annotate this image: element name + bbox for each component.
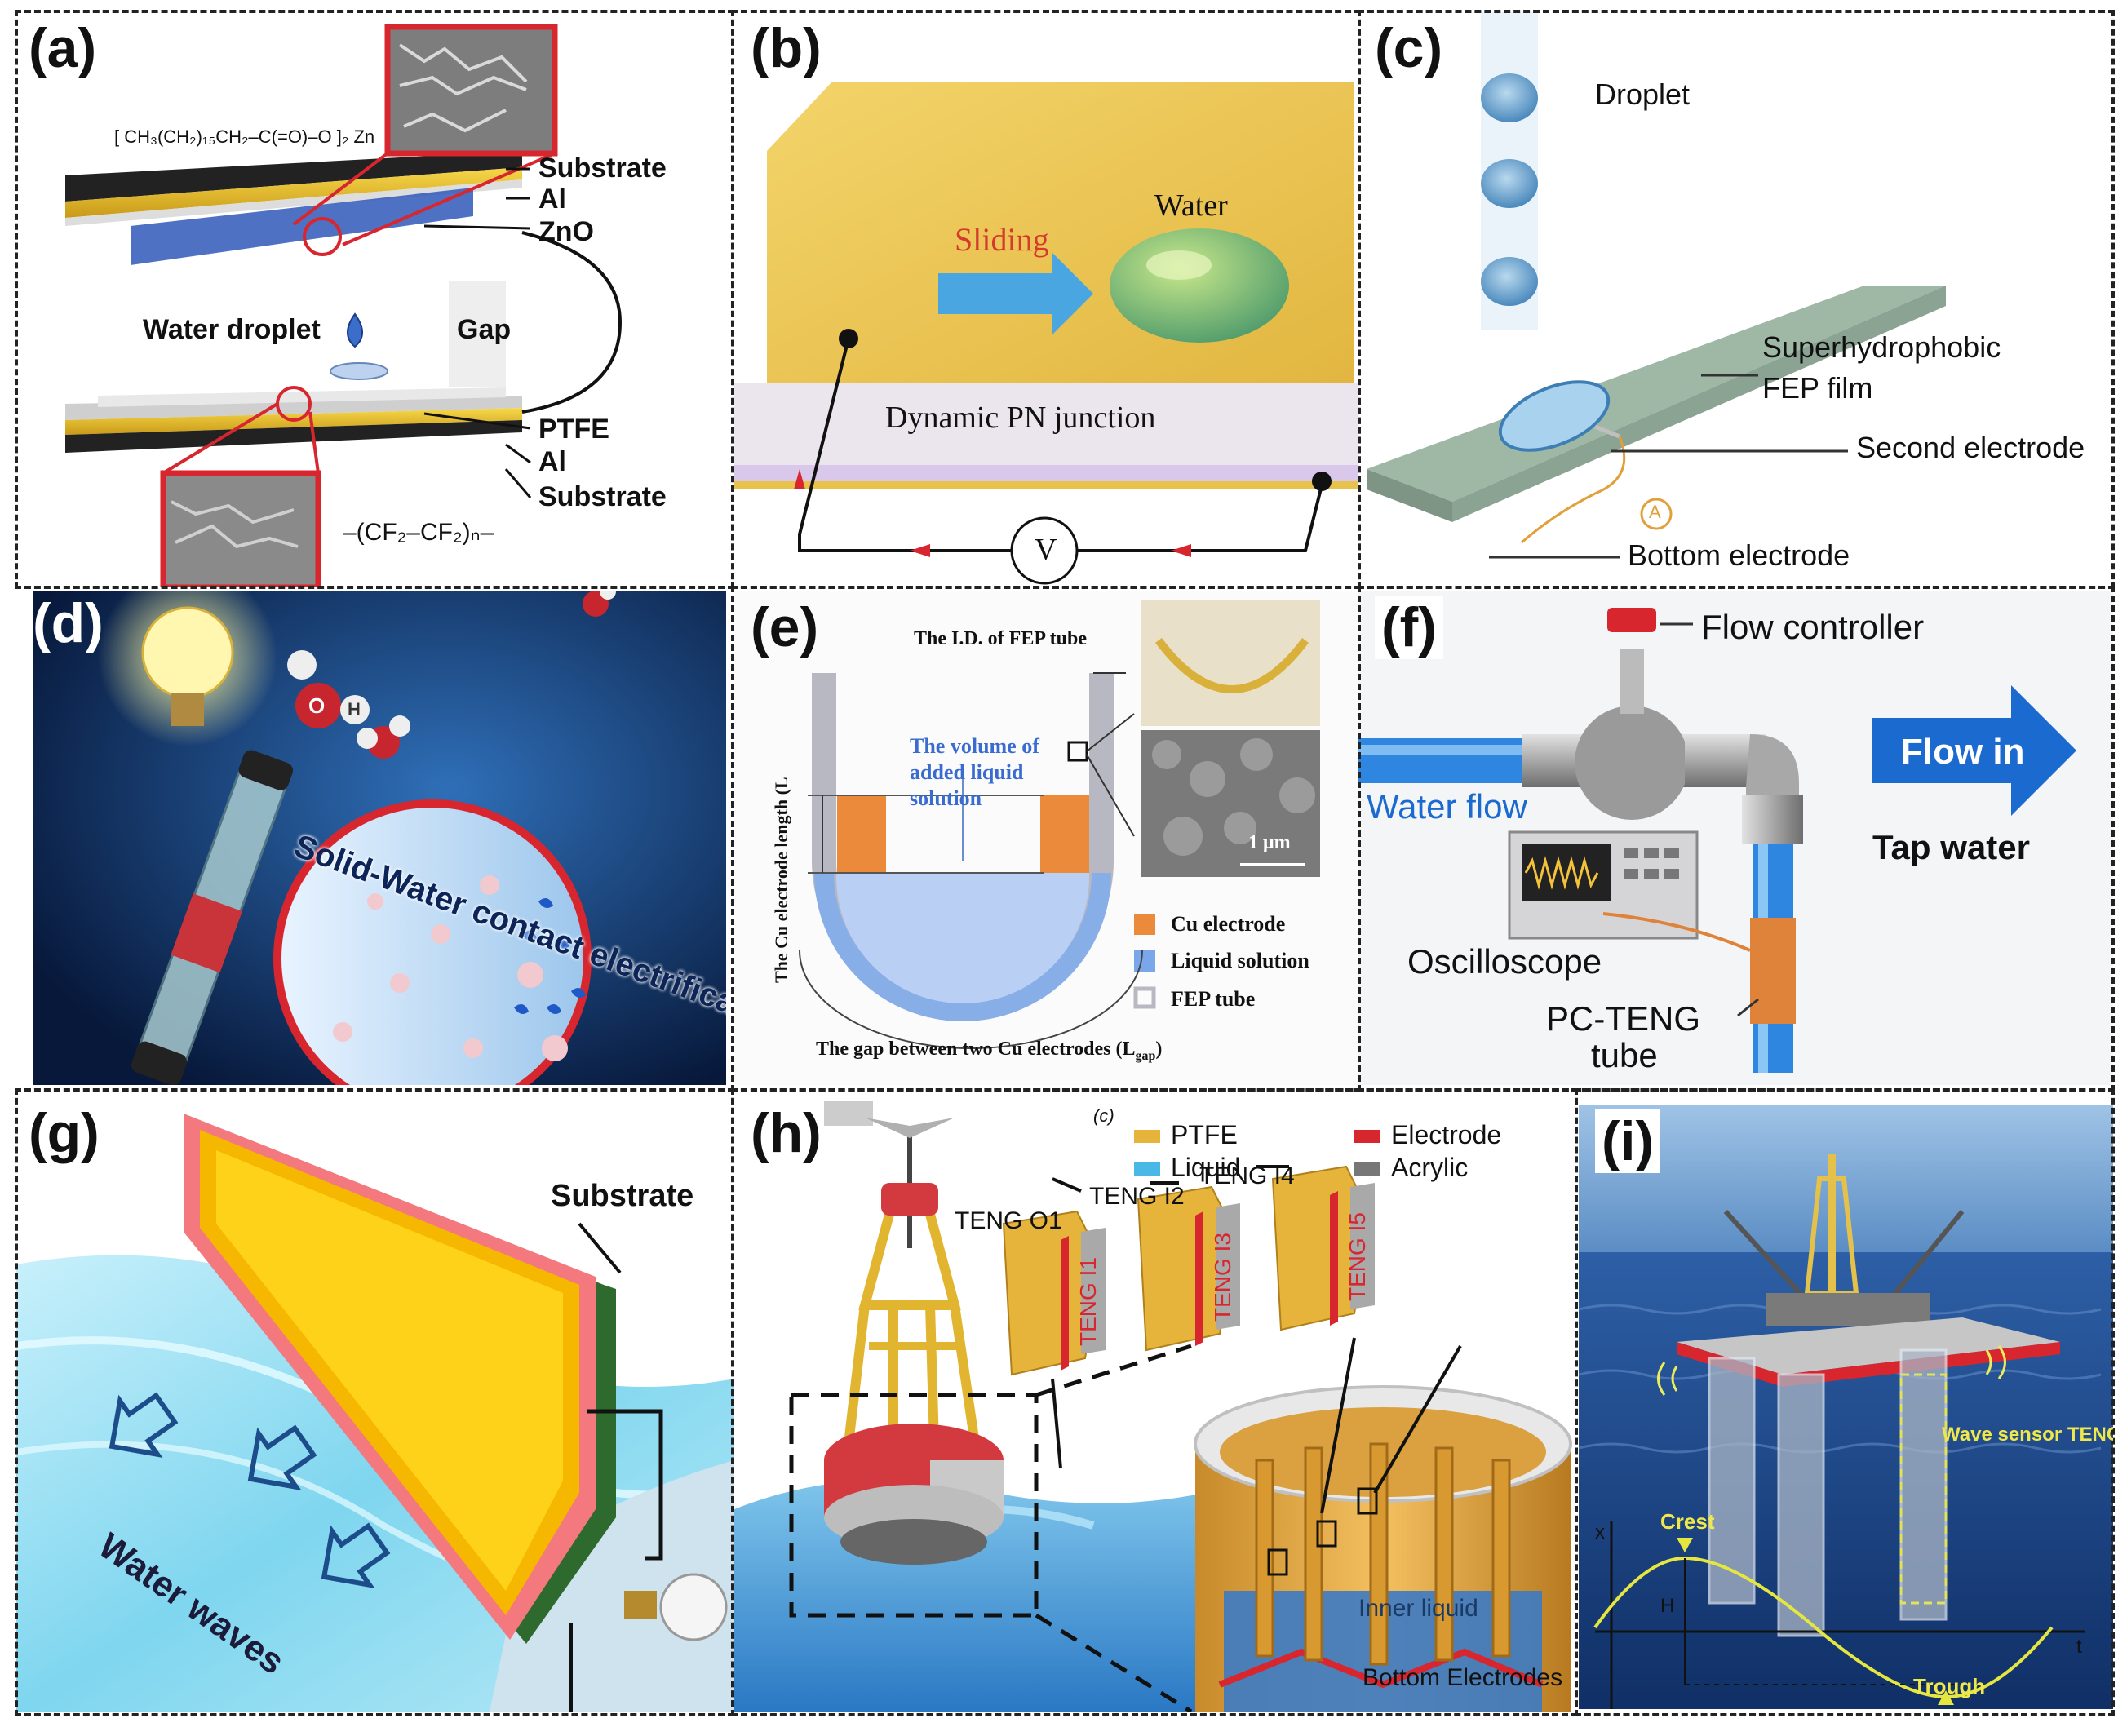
panel-b-label: (b) [751, 17, 822, 79]
voltmeter-symbol: V [1035, 533, 1057, 567]
label-wave-sensor-teng: Wave sensor TENG [1942, 1424, 2113, 1446]
label-substrate-g: Substrate [551, 1179, 694, 1213]
panel-e-label: (e) [751, 596, 819, 658]
panel-f: (f) Flow controller Water flow Flow in T… [1358, 591, 2113, 1085]
label-volume-line3: solution [910, 786, 982, 810]
panel-d: (d) O H Solid-Water contact electrificat… [33, 591, 726, 1085]
panel-h-label: (h) [751, 1102, 822, 1164]
panel-g: (g) Substrate Water waves [16, 1101, 734, 1712]
formula-zinc-stearate: [ CH₃(CH₂)₁₅CH₂–C(=O)–O ]₂ Zn [114, 126, 375, 147]
panel-h-inner-tag: (c) [1093, 1105, 1114, 1126]
label-zno: ZnO [538, 216, 594, 247]
panel-d-illustration [33, 591, 726, 1085]
legend-ptfe: PTFE [1171, 1120, 1238, 1149]
label-volume-line2: added liquid [910, 760, 1024, 784]
label-superhydrophobic: Superhydrophobic [1762, 330, 2001, 364]
axis-t-label: t [2076, 1636, 2082, 1658]
panel-g-illustration [16, 1101, 734, 1712]
panel-b: (b) Water Sliding Dynamic PN junction V [734, 12, 1358, 587]
panel-i-label: (i) [1595, 1109, 1661, 1173]
axis-label-cu-electrode-length: The Cu electrode length (L [771, 777, 791, 983]
label-water-flow: Water flow [1367, 787, 1527, 826]
panel-a-illustration [65, 24, 623, 587]
label-pc-teng: PC-TENG [1546, 999, 1700, 1038]
panel-g-label: (g) [29, 1102, 100, 1164]
gap-label-subscript: gap [1135, 1048, 1156, 1063]
panel-e-illustration [799, 600, 1320, 1049]
label-al-top: Al [538, 184, 566, 215]
label-teng-o1: TENG O1 [955, 1207, 1062, 1234]
label-water: Water [1154, 188, 1228, 223]
label-crest: Crest [1660, 1509, 1715, 1534]
legend-electrode: Electrode [1391, 1120, 1502, 1149]
panel-f-label: (f) [1375, 596, 1443, 659]
amplitude-label: H [1660, 1595, 1675, 1617]
label-teng-i2: TENG I2 [1089, 1183, 1185, 1210]
axis-x-label: x [1595, 1521, 1605, 1543]
label-gap: Gap [457, 314, 512, 345]
label-substrate-bottom: Substrate [538, 481, 667, 512]
panel-f-illustration [1358, 608, 2076, 1073]
panel-c-label: (c) [1375, 17, 1443, 79]
panel-h-illustration [734, 1101, 1575, 1712]
panel-a-label: (a) [29, 17, 97, 79]
label-flow-controller: Flow controller [1701, 608, 1925, 646]
legend-liquid: Liquid [1171, 1153, 1241, 1182]
panel-a: (a) [ CH₃(CH₂)₁₅CH₂–C(=O)–O ]₂ Zn Substr… [16, 12, 734, 587]
panel-i-illustration [1579, 1105, 2113, 1709]
ammeter-symbol: A [1649, 502, 1661, 522]
label-teng-i4: TENG I4 [1199, 1162, 1295, 1189]
label-fep-inner-diameter: The I.D. of FEP tube [914, 628, 1088, 649]
gap-label-text: The gap between two Cu electrodes (L [816, 1038, 1136, 1060]
label-inner-liquid: Inner liquid [1358, 1595, 1478, 1622]
label-droplet: Droplet [1595, 78, 1691, 111]
label-teng-i5: TENG I5 [1345, 1212, 1370, 1301]
label-volume-line1: The volume of [910, 734, 1039, 758]
label-water-droplet: Water droplet [143, 314, 321, 345]
label-al-bottom: Al [538, 446, 566, 477]
panel-b-illustration [734, 82, 1358, 585]
atom-oxygen: O [308, 693, 326, 718]
label-teng-i1: TENG I1 [1075, 1257, 1101, 1346]
label-teng-i3: TENG I3 [1210, 1233, 1235, 1322]
scale-bar-label: 1 μm [1248, 832, 1291, 853]
label-substrate-top: Substrate [538, 153, 667, 184]
panel-c: (c) Droplet Superhydrophobic FEP film Se… [1358, 12, 2113, 587]
panel-h: (h) (c) PTFE Electrode Liquid Acrylic TE… [734, 1101, 1575, 1712]
panel-d-label: (d) [33, 592, 104, 654]
label-bottom-electrodes: Bottom Electrodes [1363, 1664, 1563, 1691]
label-second-electrode: Second electrode [1856, 431, 2085, 464]
panel-e: (e) The I.D. of FEP tube The Cu electrod… [734, 591, 1358, 1085]
label-fep-film: FEP film [1762, 371, 1873, 405]
panel-c-illustration [1367, 12, 1946, 559]
label-tap-water: Tap water [1872, 828, 2030, 866]
label-dynamic-pn-junction: Dynamic PN junction [885, 401, 1156, 435]
panel-i: (i) Wave sensor TENG Crest Trough x t H [1579, 1105, 2113, 1709]
label-bottom-electrode: Bottom electrode [1628, 538, 1850, 572]
label-flow-in: Flow in [1901, 732, 2025, 772]
formula-ptfe: –(CF₂–CF₂)ₙ– [343, 519, 494, 546]
label-tube: tube [1591, 1036, 1658, 1074]
label-trough: Trough [1913, 1674, 1986, 1698]
gap-label-close: ) [1155, 1038, 1163, 1060]
label-oscilloscope: Oscilloscope [1407, 942, 1602, 981]
label-ptfe: PTFE [538, 414, 609, 445]
label-gap-between-electrodes: The gap between two Cu electrodes (Lgap) [816, 1038, 1162, 1064]
legend-fep-tube: FEP tube [1171, 987, 1256, 1011]
legend-acrylic: Acrylic [1391, 1153, 1469, 1182]
label-sliding: Sliding [955, 221, 1049, 258]
atom-hydrogen: H [348, 699, 361, 720]
legend-cu-electrode: Cu electrode [1171, 912, 1286, 936]
legend-liquid-solution: Liquid solution [1171, 949, 1309, 972]
